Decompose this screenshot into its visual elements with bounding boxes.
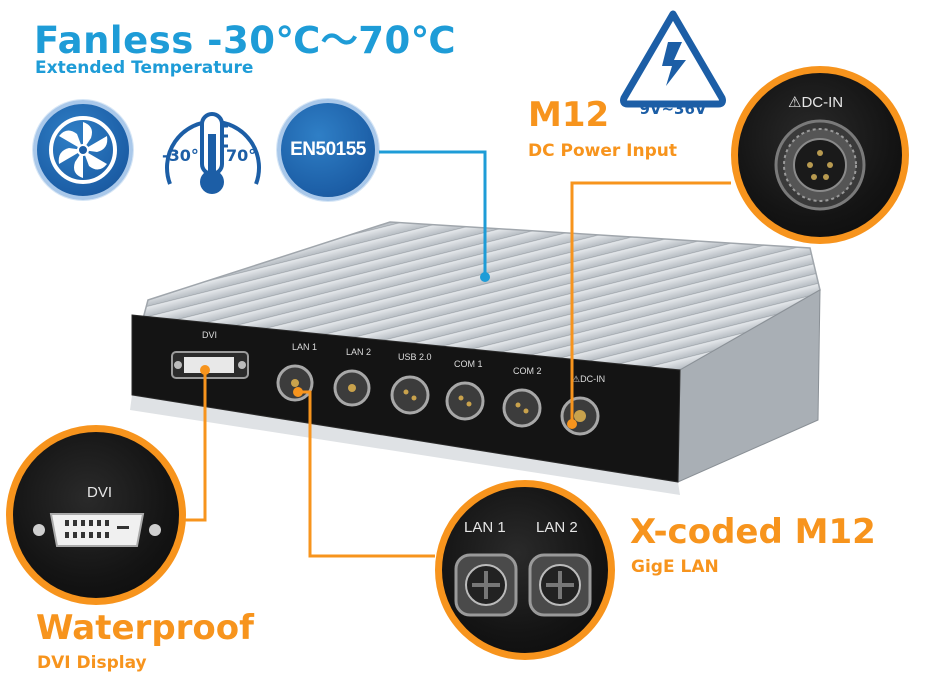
lan-callout-title: X-coded M12 <box>630 512 876 552</box>
lan-callout-subtitle: GigE LAN <box>631 557 719 577</box>
fanless-badge <box>33 100 133 200</box>
en50155-badge: EN50155 <box>277 99 379 201</box>
x-coded-m12-connector-icons <box>454 553 592 617</box>
port-label-com1: COM 1 <box>454 359 483 369</box>
dvi-callout-subtitle: DVI Display <box>37 653 147 673</box>
usb-port-icon <box>390 375 430 415</box>
dc-callout-subtitle: DC Power Input <box>528 141 678 161</box>
port-label-lan2: LAN 2 <box>346 347 372 357</box>
dvi-callout-title: Waterproof <box>36 608 254 648</box>
temperature-badge: -30° 70° <box>158 100 268 200</box>
dc-in-zoom: ⚠DC-IN <box>731 66 909 244</box>
port-label-com2: COM 2 <box>513 366 542 376</box>
dvi-connector-icon <box>33 513 161 547</box>
lan-zoom: LAN 1 LAN 2 <box>435 480 615 660</box>
voltage-label: 9V~36V <box>639 100 707 118</box>
port-label-lan1: LAN 1 <box>292 342 318 352</box>
power-range-badge: 9V~36V <box>618 8 728 118</box>
lan-zoom-label-1: LAN 1 <box>464 519 506 536</box>
embedded-computer-device: DVI LAN 1 LAN 2 USB 2.0 COM 1 COM 2 ⚠DC-… <box>120 220 840 495</box>
m12-power-connector-icon <box>774 119 866 211</box>
thermometer-icon <box>165 112 261 194</box>
dc-in-zoom-label: ⚠DC-IN <box>788 94 844 111</box>
dvi-zoom: DVI <box>6 425 186 605</box>
com2-port-icon <box>502 388 542 428</box>
port-label-dcin: ⚠DC-IN <box>572 374 606 384</box>
temp-low-label: -30° <box>162 146 199 165</box>
com1-port-icon <box>445 381 485 421</box>
port-label-dvi: DVI <box>202 330 218 340</box>
en50155-label: EN50155 <box>290 139 366 160</box>
headline-title: Fanless -30℃～70℃ <box>34 19 457 62</box>
port-label-usb: USB 2.0 <box>398 352 432 362</box>
lightning-warning-icon <box>620 10 726 108</box>
fan-icon <box>49 116 117 184</box>
temp-high-label: 70° <box>226 146 257 165</box>
lan-zoom-label-2: LAN 2 <box>536 519 578 536</box>
dvi-port-icon <box>171 351 249 379</box>
headline-subtitle: Extended Temperature <box>35 58 254 78</box>
dvi-zoom-label: DVI <box>87 484 113 501</box>
dc-callout-title: M12 <box>528 95 610 135</box>
